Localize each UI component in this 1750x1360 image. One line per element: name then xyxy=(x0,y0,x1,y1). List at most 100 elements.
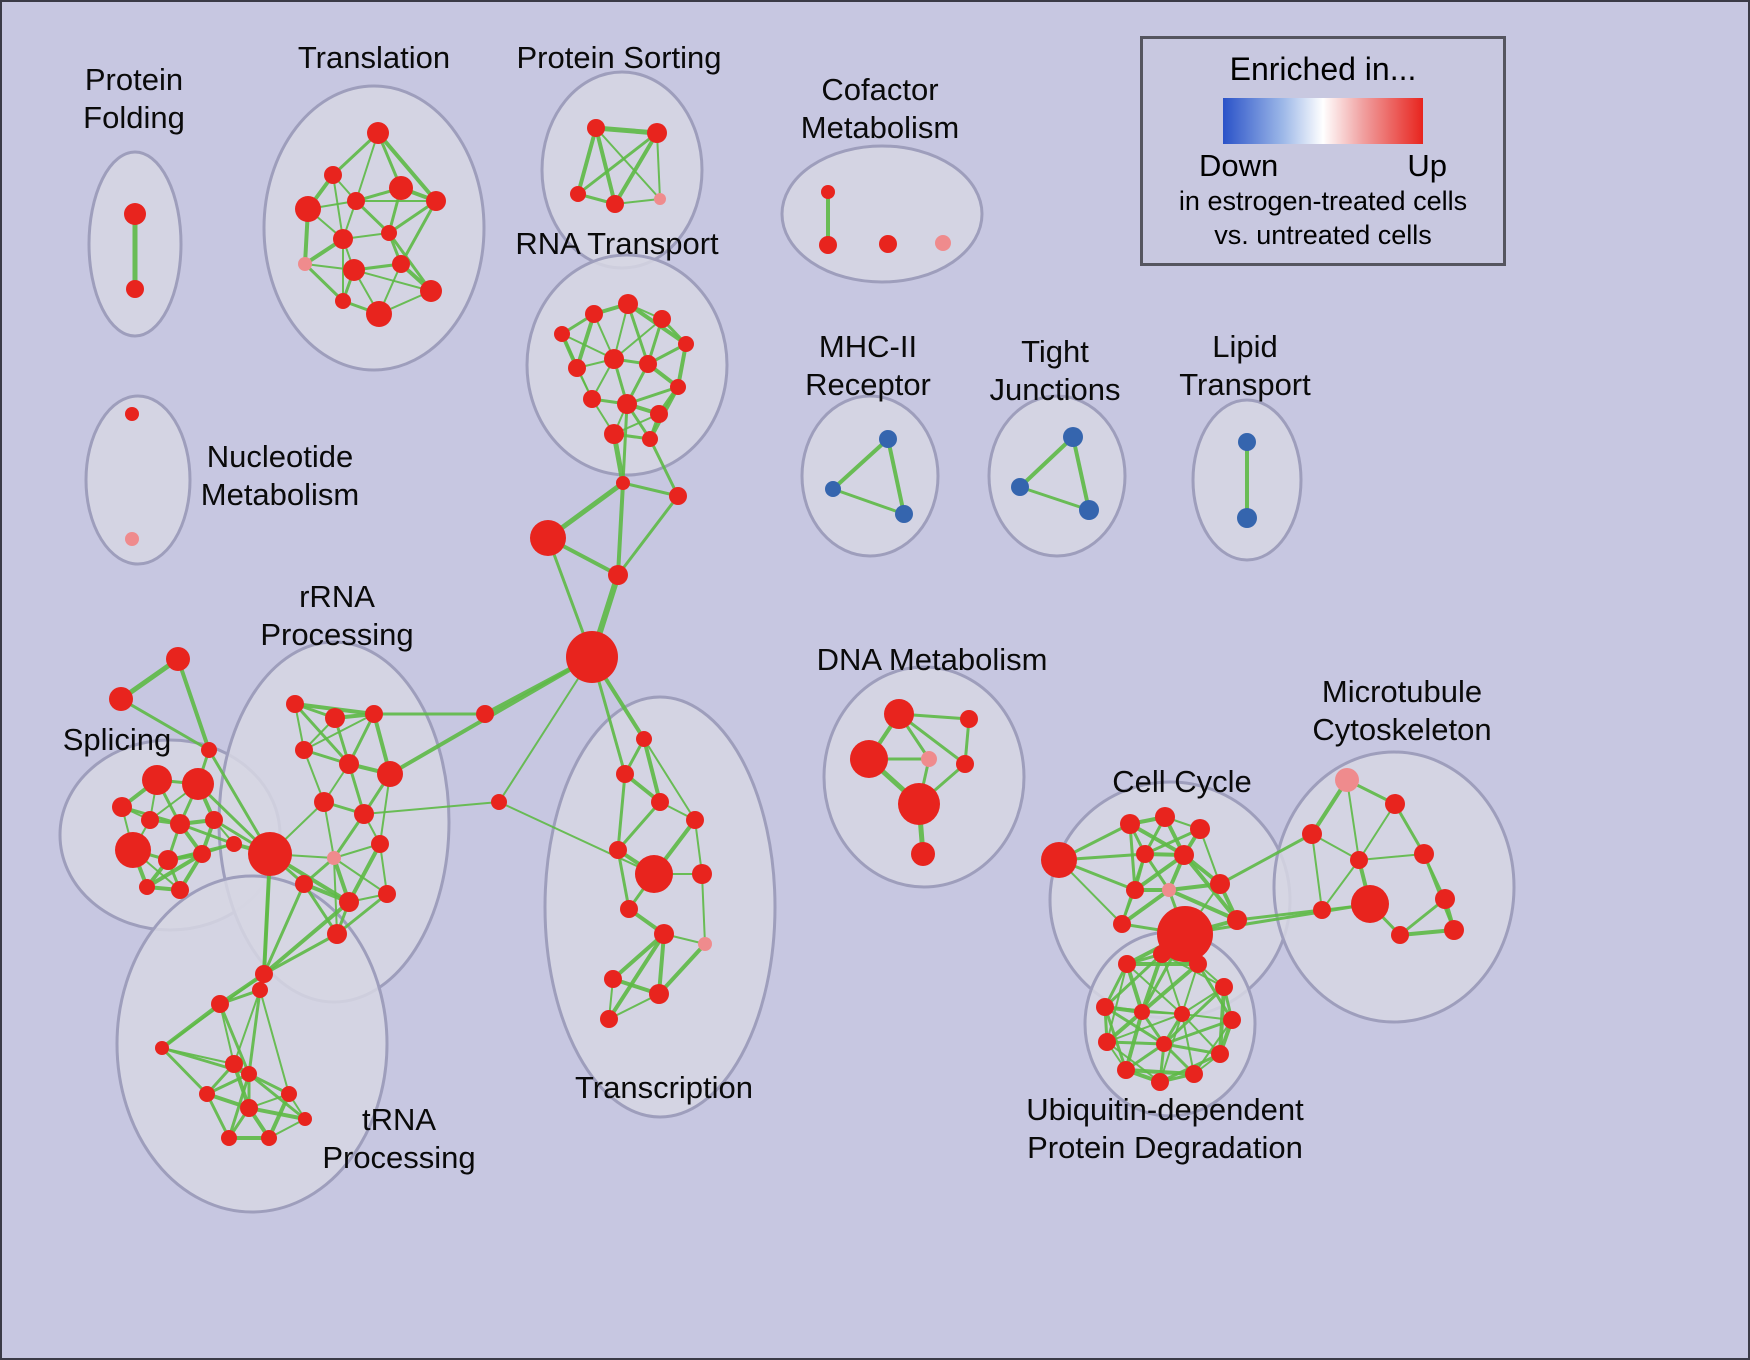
edge xyxy=(387,231,433,293)
gene-set-node xyxy=(1113,915,1131,933)
gene-set-node xyxy=(1210,874,1230,894)
legend-title: Enriched in... xyxy=(1229,51,1417,87)
gene-set-node xyxy=(669,487,687,505)
gene-set-node xyxy=(324,166,342,184)
edge xyxy=(347,842,382,904)
gene-set-node xyxy=(367,122,389,144)
cluster-label: Cytoskeleton xyxy=(1312,712,1491,747)
gene-set-node xyxy=(1391,926,1409,944)
gene-set-node xyxy=(670,379,686,395)
gene-set-node xyxy=(1156,1036,1172,1052)
edge xyxy=(657,942,707,996)
gene-set-node xyxy=(339,892,359,912)
gene-set-node xyxy=(1157,906,1213,962)
gene-set-node xyxy=(821,185,835,199)
edge xyxy=(1311,833,1323,911)
edge xyxy=(1167,888,1239,922)
gene-set-node xyxy=(112,797,132,817)
gene-set-node xyxy=(653,310,671,328)
gene-set-node xyxy=(1153,945,1171,963)
gene-set-node xyxy=(1238,433,1256,451)
edge xyxy=(1162,1042,1222,1056)
gene-set-node xyxy=(604,424,624,444)
edge xyxy=(642,737,662,804)
edge xyxy=(303,713,375,751)
edge xyxy=(219,1003,235,1065)
gene-set-node xyxy=(895,505,913,523)
edge xyxy=(259,989,290,1095)
gene-set-node xyxy=(1134,1004,1150,1020)
edge xyxy=(701,873,706,945)
gene-set-node xyxy=(155,1041,169,1055)
edge xyxy=(648,437,680,498)
legend-caption-line2: vs. untreated cells xyxy=(1214,220,1432,250)
cluster-label: Microtubule xyxy=(1322,674,1482,709)
edge xyxy=(1128,822,1137,892)
gene-set-node xyxy=(476,705,494,723)
gene-set-node xyxy=(1174,1006,1190,1022)
edge xyxy=(616,848,631,911)
gene-set-node xyxy=(252,982,268,998)
cluster-label: Processing xyxy=(260,617,413,652)
gene-set-node xyxy=(608,565,628,585)
cluster-label: Metabolism xyxy=(801,110,960,145)
legend-caption-line1: in estrogen-treated cells xyxy=(1178,186,1468,216)
gene-set-node xyxy=(921,751,937,767)
legend-scale-labels: Down Up xyxy=(1143,148,1503,184)
edge xyxy=(1143,827,1202,856)
cluster-label: Splicing xyxy=(63,722,172,757)
edge xyxy=(353,269,432,292)
gene-set-node xyxy=(1117,1061,1135,1079)
gene-set-node xyxy=(604,349,624,369)
edge xyxy=(831,487,906,516)
edge xyxy=(303,262,345,303)
gene-set-node xyxy=(617,394,637,414)
cluster-ellipse xyxy=(987,394,1127,558)
edge xyxy=(1133,853,1186,892)
edge xyxy=(593,125,660,136)
gene-set-node xyxy=(286,695,304,713)
gene-set-node xyxy=(884,699,914,729)
edge xyxy=(1321,859,1360,911)
gene-set-node xyxy=(225,1055,243,1073)
gene-set-node xyxy=(339,754,359,774)
gene-set-node xyxy=(850,740,888,778)
gene-set-node xyxy=(139,879,155,895)
edge xyxy=(831,437,890,491)
gene-set-node xyxy=(343,259,365,281)
gene-set-node xyxy=(879,430,897,448)
gene-set-node xyxy=(570,186,586,202)
gene-set-node xyxy=(335,293,351,309)
edge xyxy=(332,174,344,240)
gene-set-node xyxy=(1350,851,1368,869)
edge xyxy=(1182,853,1239,922)
gene-set-node xyxy=(221,1130,237,1146)
edge xyxy=(1140,962,1200,1014)
edge xyxy=(233,989,261,1065)
edge xyxy=(616,800,662,852)
edge xyxy=(613,131,659,206)
gene-set-node xyxy=(566,631,618,683)
gene-set-node xyxy=(141,811,159,829)
gene-set-node xyxy=(651,793,669,811)
gene-set-node xyxy=(686,811,704,829)
gene-set-node xyxy=(1435,889,1455,909)
gene-set-node xyxy=(109,687,133,711)
edge xyxy=(498,656,593,803)
gene-set-node xyxy=(295,741,313,759)
edge xyxy=(1218,985,1226,1056)
gene-set-node xyxy=(650,405,668,423)
gene-set-node xyxy=(298,257,312,271)
edge xyxy=(613,318,663,360)
edge xyxy=(1103,1005,1166,1046)
cluster-label: tRNA xyxy=(362,1102,436,1137)
edge xyxy=(616,494,680,577)
edge xyxy=(611,932,666,981)
gene-set-node xyxy=(606,195,624,213)
gene-set-node xyxy=(1185,1065,1203,1083)
gene-set-node xyxy=(825,481,841,497)
gene-set-node xyxy=(125,407,139,421)
edge xyxy=(247,988,262,1076)
